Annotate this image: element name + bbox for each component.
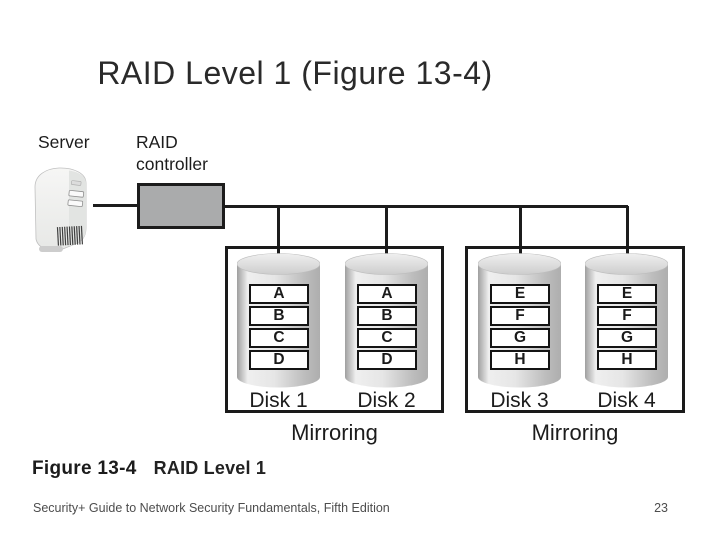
disk-3: E F G H <box>478 253 561 388</box>
bus-line <box>224 205 628 208</box>
mirror-group-2-box <box>465 246 685 413</box>
disk-block: H <box>597 350 657 370</box>
slide-title: RAID Level 1 (Figure 13-4) <box>97 55 493 91</box>
disk-block: A <box>249 284 309 304</box>
disk-block: F <box>490 306 550 326</box>
mirroring-label-2: Mirroring <box>531 420 619 445</box>
disk-4: E F G H <box>585 253 668 388</box>
server-label: Server <box>38 132 90 152</box>
drop-line-disk3 <box>518 206 522 256</box>
page-number: 23 <box>654 501 668 515</box>
disk-1-label: Disk 1 <box>249 389 308 412</box>
mirroring-label-1: Mirroring <box>291 420 378 445</box>
disk-block: C <box>249 328 309 348</box>
figure-caption: Figure 13-4 RAID Level 1 <box>32 458 266 480</box>
raid-controller-box <box>137 183 225 229</box>
drop-line-disk1 <box>276 206 280 256</box>
disk-4-block-stack: E F G H <box>597 284 657 370</box>
drop-line-disk2 <box>384 206 388 256</box>
disk-block: G <box>597 328 657 348</box>
mirror-group-1-box <box>225 246 444 413</box>
disk-3-label: Disk 3 <box>490 389 549 412</box>
disk-block: H <box>490 350 550 370</box>
disk-block: G <box>490 328 550 348</box>
disk-4-label: Disk 4 <box>597 389 656 412</box>
disk-block: D <box>249 350 309 370</box>
server-tower-icon <box>34 167 87 252</box>
disk-2: A B C D <box>345 253 428 388</box>
disk-3-block-stack: E F G H <box>490 284 550 370</box>
disk-2-block-stack: A B C D <box>357 284 417 370</box>
disk-block: E <box>597 284 657 304</box>
disk-1-block-stack: A B C D <box>249 284 309 370</box>
disk-block: B <box>249 306 309 326</box>
server-to-controller-line <box>93 204 138 207</box>
disk-block: F <box>597 306 657 326</box>
disk-block: B <box>357 306 417 326</box>
footer-book-title: Security+ Guide to Network Security Fund… <box>33 501 390 515</box>
disk-block: E <box>490 284 550 304</box>
disk-1: A B C D <box>237 253 320 388</box>
raid-controller-label: RAID controller <box>136 132 208 174</box>
disk-2-label: Disk 2 <box>357 389 416 412</box>
disk-block: A <box>357 284 417 304</box>
disk-block: C <box>357 328 417 348</box>
drop-line-disk4 <box>625 206 629 256</box>
figure-caption-title: RAID Level 1 <box>153 458 267 478</box>
disk-block: D <box>357 350 417 370</box>
figure-caption-number: Figure 13-4 <box>32 458 137 479</box>
